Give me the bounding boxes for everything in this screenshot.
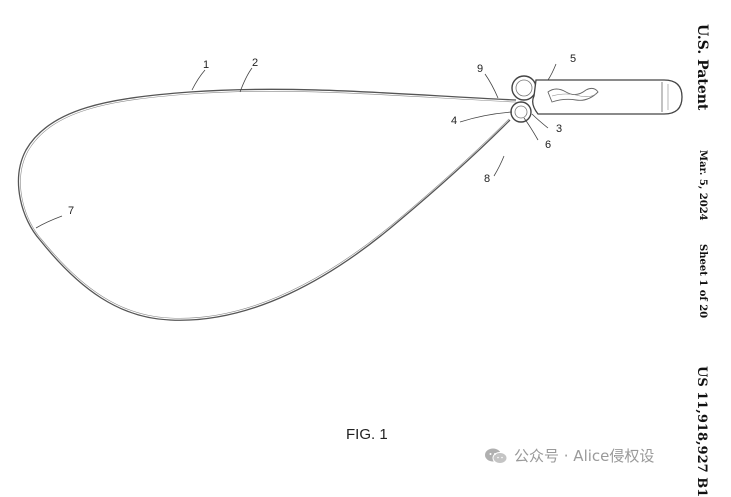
ref-numeral: 8 [484, 173, 490, 185]
ref-numeral: 6 [545, 139, 551, 151]
handle [532, 79, 683, 115]
watermark-text: 公众号 · Alice侵权设 [514, 447, 655, 465]
ref-numeral: 4 [451, 115, 457, 127]
cable-loop-inner [20, 91, 517, 319]
watermark: 公众号 · Alice侵权设 [484, 445, 654, 466]
wechat-icon [485, 448, 508, 464]
sheet-number: Sheet 1 of 20 [697, 244, 708, 319]
cable-loop [17, 88, 517, 321]
figure-caption: FIG. 1 [346, 426, 388, 443]
ref-numeral: 9 [477, 63, 483, 75]
patent-header-title: U.S. Patent [694, 24, 710, 111]
ref-numeral: 2 [252, 57, 258, 69]
lower-ring [510, 101, 532, 123]
patent-number: US 11,918,927 B1 [694, 366, 709, 497]
ref-numeral: 3 [556, 123, 562, 135]
ref-numeral: 5 [570, 53, 576, 65]
ref-numeral: 1 [203, 59, 209, 71]
upper-ring [511, 75, 537, 101]
patent-date: Mar. 5, 2024 [697, 150, 708, 221]
patent-drawing: 1 2 3 4 5 6 7 8 9 [17, 53, 683, 321]
ref-numeral: 7 [68, 205, 74, 217]
